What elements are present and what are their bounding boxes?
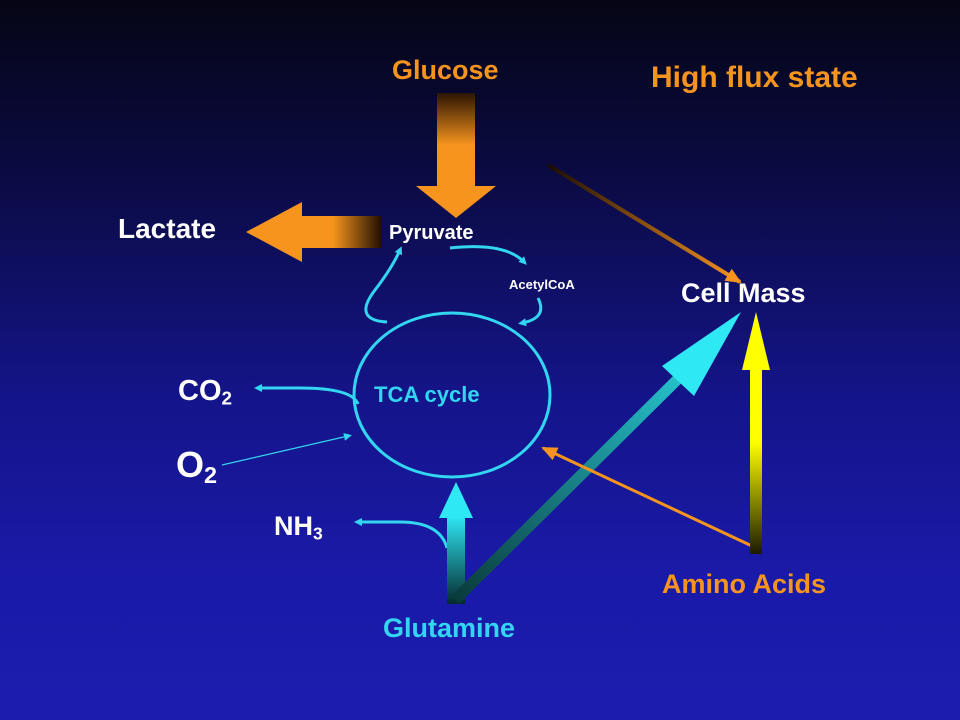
lactate-label: Lactate bbox=[118, 213, 217, 244]
tca-cycle-label: TCA cycle bbox=[374, 382, 480, 407]
nh3-label: NH3 bbox=[274, 511, 323, 544]
o2-label: O2 bbox=[176, 444, 217, 487]
acetylcoa-label: AcetylCoA bbox=[509, 277, 575, 292]
o2-subscript: 2 bbox=[204, 461, 218, 488]
amino-acids-to-tca-arrow bbox=[541, 446, 753, 548]
glucose-label: Glucose bbox=[392, 55, 499, 85]
glucose-to-cell-mass-arrow bbox=[546, 163, 742, 284]
tca-to-co2-arrow bbox=[254, 384, 360, 405]
high-flux-state-label: High flux state bbox=[651, 61, 858, 94]
tca-to-pyruvate-arrow bbox=[364, 246, 403, 324]
o2-to-tca-arrow bbox=[221, 432, 352, 466]
glutamine-label: Glutamine bbox=[383, 613, 516, 643]
pyruvate-label: Pyruvate bbox=[389, 222, 474, 244]
nh3-main-text: NH bbox=[274, 511, 313, 541]
pyruvate-to-acetylcoa-arrow bbox=[449, 245, 527, 265]
co2-subscript: 2 bbox=[221, 387, 232, 409]
amino-acids-to-cell-mass-arrow bbox=[742, 312, 770, 554]
co2-main-text: CO bbox=[178, 375, 222, 407]
o2-main-text: O bbox=[176, 444, 205, 485]
glutamine-to-nh3-arrow bbox=[354, 518, 449, 549]
cell-mass-label: Cell Mass bbox=[681, 278, 806, 308]
glutamine-to-cell-mass-arrow bbox=[451, 312, 741, 604]
glutamine-to-tca-arrow bbox=[439, 482, 473, 604]
acetylcoa-to-tca-arrow bbox=[518, 297, 543, 327]
glucose-to-pyruvate-arrow bbox=[416, 93, 496, 218]
pyruvate-to-lactate-arrow bbox=[246, 202, 382, 262]
nh3-subscript: 3 bbox=[313, 523, 323, 544]
tca-cycle-circle bbox=[352, 311, 552, 479]
amino-acids-label: Amino Acids bbox=[662, 569, 827, 599]
co2-label: CO2 bbox=[178, 375, 232, 409]
